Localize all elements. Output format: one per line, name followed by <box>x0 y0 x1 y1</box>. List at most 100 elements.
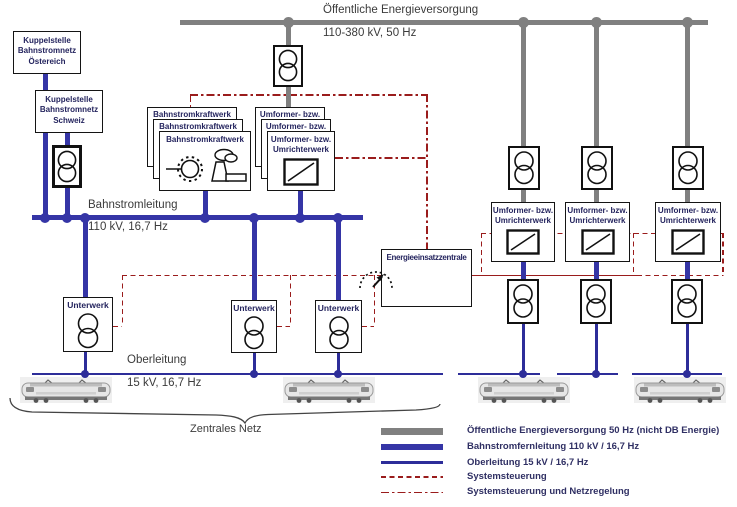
transformer-left <box>52 145 82 188</box>
systemsteuerung-line-right-solid <box>472 274 637 277</box>
uw1-to-oberleitung <box>84 352 87 374</box>
transformer-icon <box>678 151 698 185</box>
trafo-to-oberleitung-3 <box>686 324 689 374</box>
energieeinsatzzentrale-box: Energieeinsatzzentrale <box>359 249 472 307</box>
transformer-icon <box>513 284 533 318</box>
systemsteuerung-riser-2 <box>632 232 635 276</box>
legend-swatch-systemsteuerung <box>381 476 443 478</box>
grid-junction <box>681 17 693 28</box>
umrichter-stub-1 <box>520 262 526 279</box>
traction-transformer-2 <box>580 279 612 324</box>
transformer-icon <box>278 49 298 82</box>
legend-swatch-netzregelung <box>381 491 443 494</box>
drop-unterwerk-3 <box>335 217 341 300</box>
umrichterwerk-box-3: Umformer- bzw. Umrichterwerk <box>655 202 721 262</box>
locomotive-image <box>478 377 570 403</box>
transformer-icon <box>77 313 99 349</box>
locomotive-image <box>283 377 375 403</box>
public-grid-subtitle: 110-380 kV, 50 Hz <box>323 27 417 39</box>
bus-junction <box>40 212 50 223</box>
transformer-icon <box>587 151 607 185</box>
feeder-austria <box>42 74 48 217</box>
systemsteuerung-riser-1 <box>480 232 483 276</box>
transformer-icon <box>328 316 349 350</box>
systemsteuerung-drop-uw3 <box>373 274 376 326</box>
grid-junction <box>282 17 294 28</box>
trafo-to-oberleitung-1 <box>522 324 525 374</box>
uw3-to-oberleitung <box>337 353 340 374</box>
public-grid-bus <box>180 20 708 25</box>
umrichter-stub-3 <box>684 262 690 279</box>
converter-icon <box>671 229 705 255</box>
converter-icon <box>580 229 615 255</box>
systemsteuerung-riser-3 <box>722 232 724 276</box>
oberleitung-right-1 <box>458 372 540 375</box>
trafo-to-oberleitung-2 <box>595 324 598 374</box>
powerplant-icons <box>166 149 247 183</box>
oberleitung-left <box>32 372 443 375</box>
transformer-icon <box>57 150 77 182</box>
converter-icon <box>283 158 319 186</box>
umrichter-stub-2 <box>593 262 599 279</box>
unterwerk-box-2: Unterwerk <box>231 300 277 353</box>
oberleitung-right-3 <box>632 372 722 375</box>
transformer-center <box>273 45 303 87</box>
transformer-icon <box>244 316 264 350</box>
oberleitung-right-2 <box>557 372 618 375</box>
bahnstromkraftwerk-box-front: Bahnstromkraftwerk <box>159 131 251 191</box>
umformer-feeder <box>297 191 303 217</box>
kuppelstelle-austria-box: Kuppelstelle Bahnstromnetz Östereich <box>13 31 81 74</box>
bahnstromleitung-sublabel: 110 kV, 16,7 Hz <box>88 221 168 233</box>
zentrales-netz-brace <box>9 397 441 425</box>
bahnstromleitung-label: Bahnstromleitung <box>88 199 178 211</box>
unterwerk-box-1: Unterwerk <box>63 297 113 352</box>
bus-junction <box>333 212 343 223</box>
grid-drop-right-1 <box>520 20 526 202</box>
systemsteuerung-stub-uw2 <box>277 325 290 328</box>
umformerwerk-box-front: Umformer- bzw. Umrichterwerk <box>267 131 335 191</box>
legend-swatch-public-grid <box>381 427 443 435</box>
traction-transformer-3 <box>671 279 703 324</box>
traction-transformer-1 <box>507 279 539 324</box>
converter-icon <box>506 229 540 255</box>
grid-junction <box>517 17 529 28</box>
uw2-to-oberleitung <box>253 353 256 374</box>
grid-transformer-3 <box>672 146 704 190</box>
grid-junction <box>590 17 602 28</box>
netzregelung-drop-eez <box>426 94 428 249</box>
transformer-icon <box>514 151 534 185</box>
dispatch-gauge-icon <box>359 271 393 289</box>
bus-junction <box>295 212 305 223</box>
oberleitung-junction <box>519 370 527 378</box>
zentrales-netz-label: Zentrales Netz <box>190 423 262 435</box>
legend-swatch-oberleitung <box>381 461 443 464</box>
umrichterwerk-box-1: Umformer- bzw. Umrichterwerk <box>491 202 555 262</box>
bus-junction <box>80 212 90 223</box>
oberleitung-junction <box>250 370 258 378</box>
netzregelung-line-top <box>190 94 427 96</box>
bus-junction <box>249 212 259 223</box>
grid-drop-right-3 <box>684 20 690 202</box>
legend-label: Systemsteuerung <box>467 471 547 482</box>
systemsteuerung-drop-uw2 <box>289 274 292 326</box>
systemsteuerung-drop-uw1 <box>121 274 124 326</box>
kraftwerk-feeder <box>202 191 208 217</box>
systemsteuerung-stub-uw3 <box>362 325 374 328</box>
oberleitung-junction <box>592 370 600 378</box>
oberleitung-label: Oberleitung <box>127 354 187 366</box>
transformer-icon <box>677 284 697 318</box>
oberleitung-junction <box>334 370 342 378</box>
bus-junction <box>62 212 72 223</box>
netzregelung-stub-kraftwerk <box>189 94 192 107</box>
public-grid-title: Öffentliche Energieversorgung <box>323 4 479 16</box>
bahnstromleitung-bus <box>32 215 363 220</box>
legend-label: Bahnstromfernleitung 110 kV / 16,7 Hz <box>467 441 640 452</box>
legend-label: Systemsteuerung und Netzregelung <box>467 486 630 497</box>
systemsteuerung-stub-uw1 <box>113 325 122 328</box>
legend-label: Öffentliche Energieversorgung 50 Hz (nic… <box>467 425 720 436</box>
systemsteuerung-line-right-dashed <box>637 274 723 277</box>
grid-transformer-2 <box>581 146 613 190</box>
locomotive-image <box>20 377 112 403</box>
bus-junction <box>200 212 210 223</box>
